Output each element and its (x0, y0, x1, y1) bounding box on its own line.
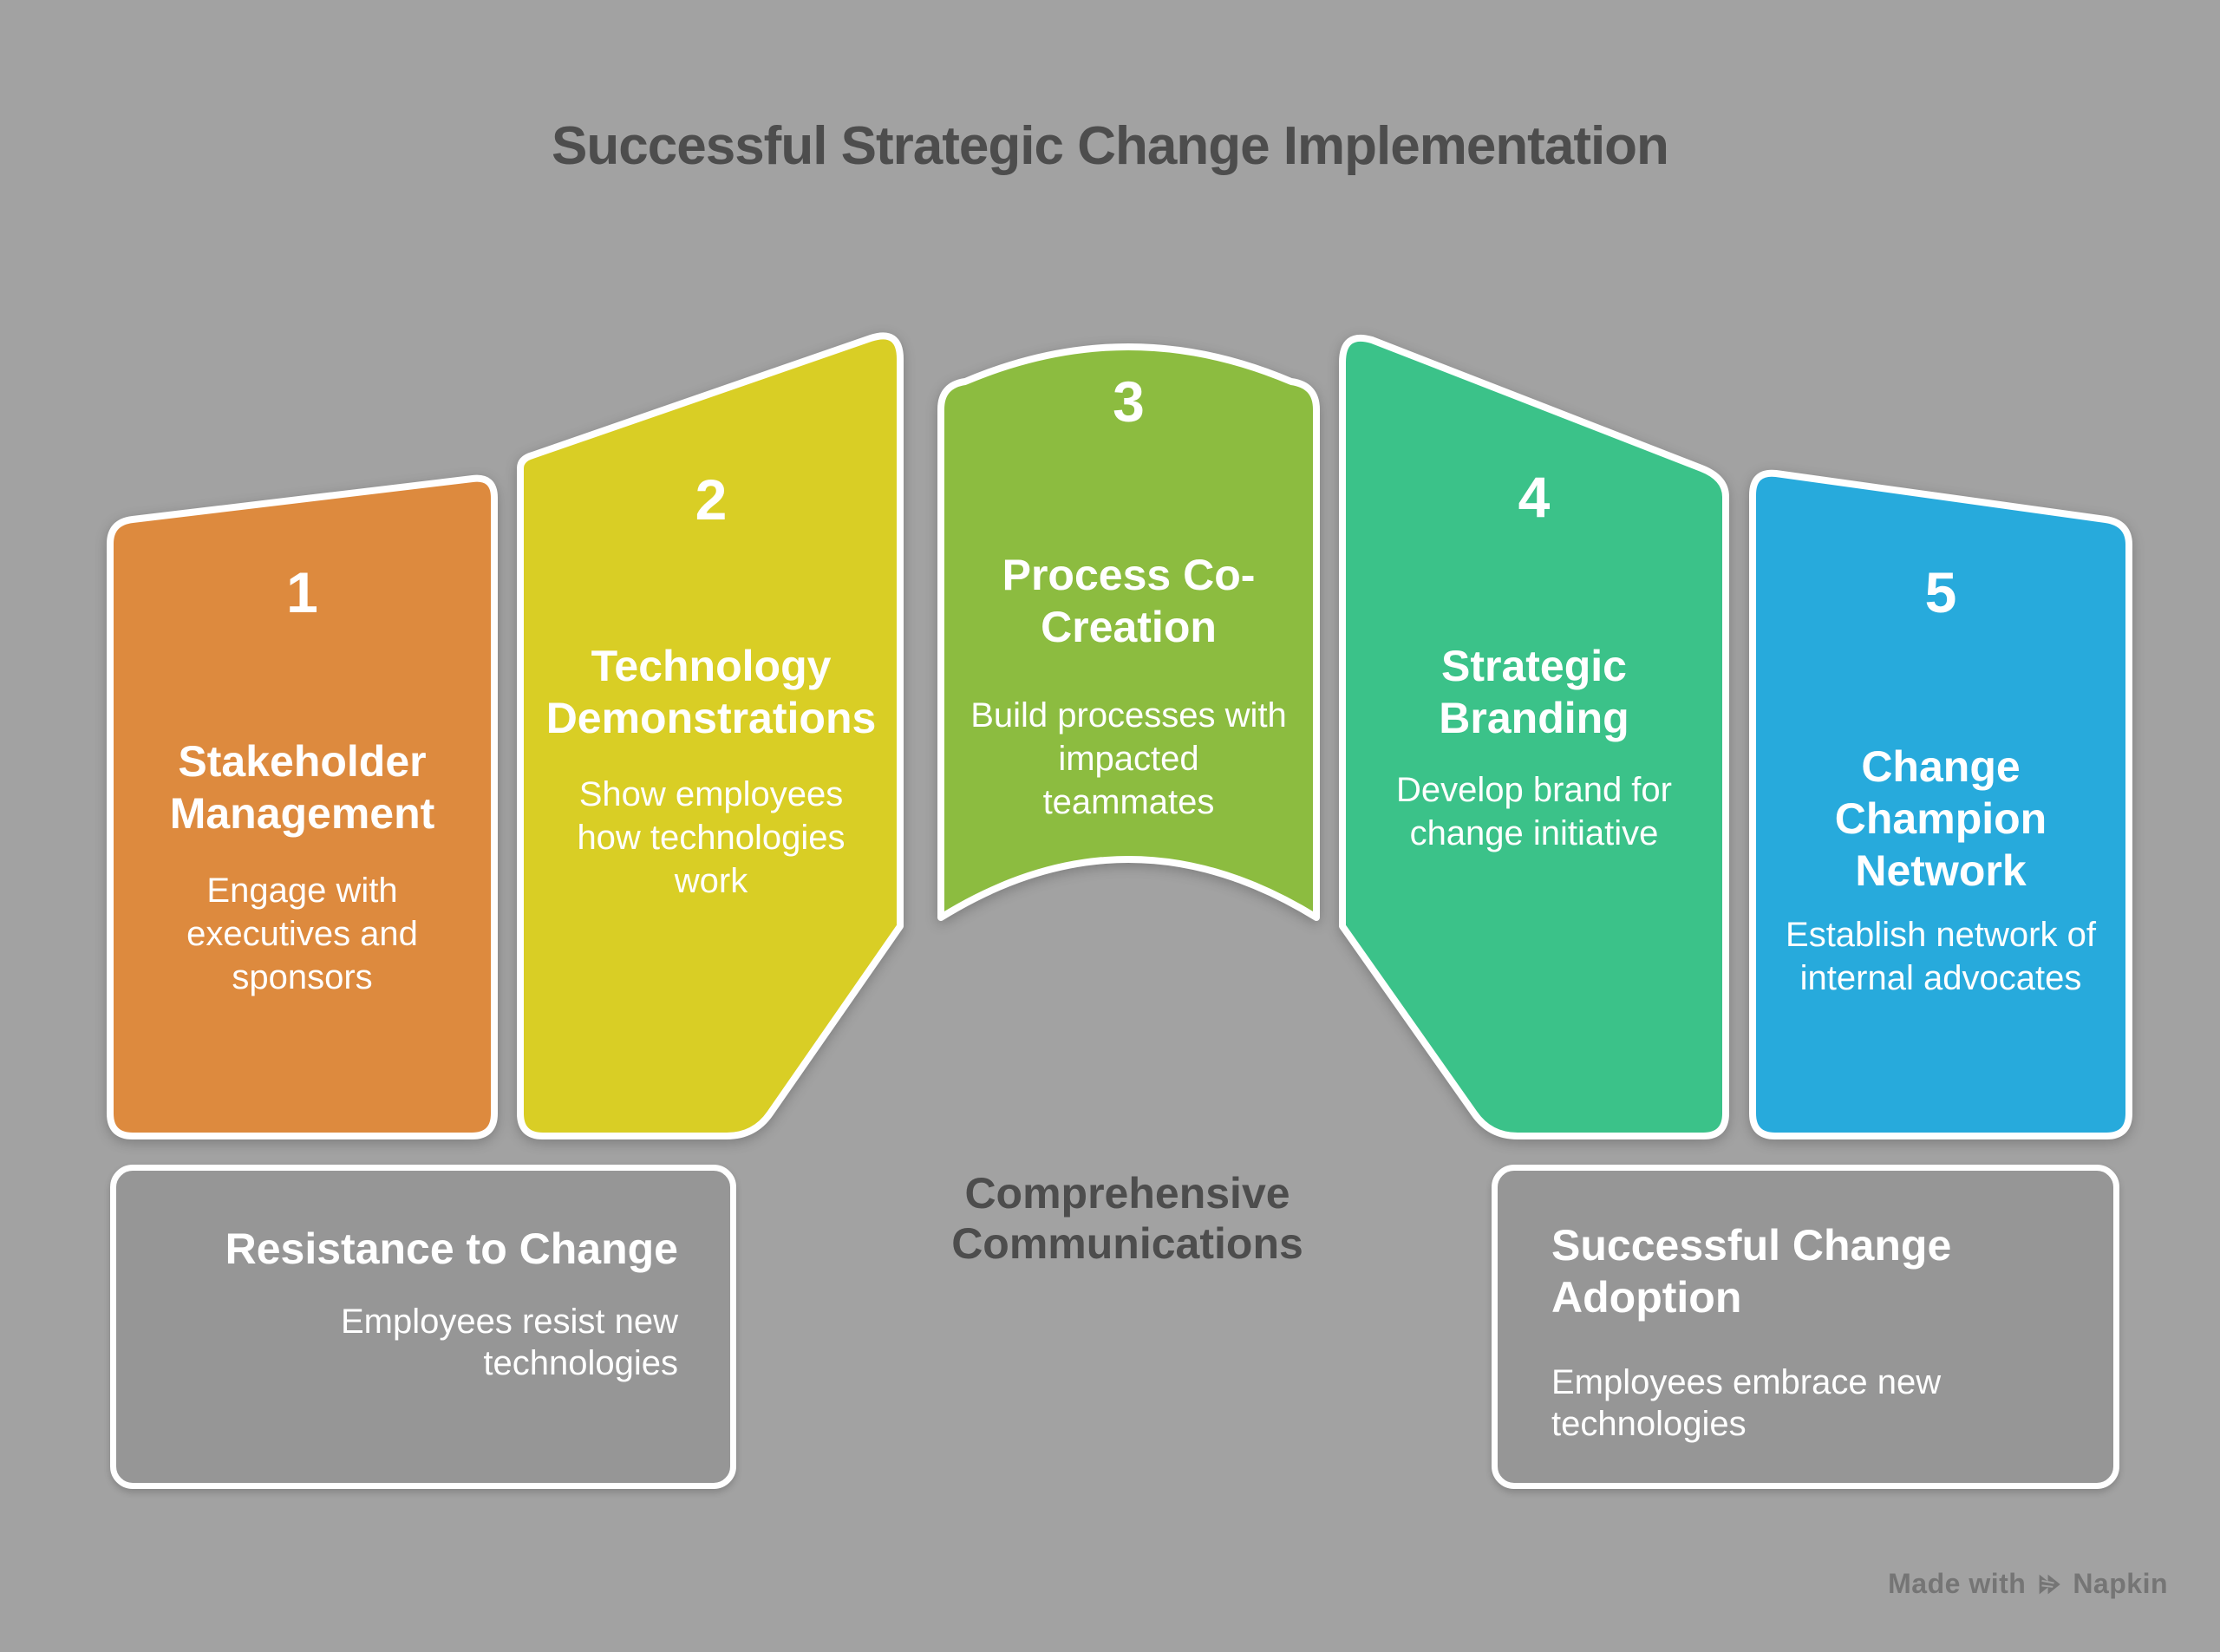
page-title: Successful Strategic Change Implementati… (552, 116, 1669, 176)
step-2-heading: Technology Demonstrations (545, 642, 877, 742)
step-1-heading: Stakeholder Management (169, 737, 435, 838)
napkin-brand-label: Napkin (2073, 1568, 2168, 1599)
step-3-number: 3 (1113, 369, 1145, 434)
comprehensive-communications-label: Comprehensive Communications (951, 1169, 1303, 1268)
step-2-number: 2 (695, 467, 728, 532)
made-with-napkin-link[interactable]: Made with Napkin (1888, 1568, 2168, 1600)
step-1-number: 1 (286, 560, 318, 624)
step-3-heading: Process Co- Creation (1002, 551, 1256, 651)
resistance-to-change-callout: Resistance to Change Employees resist ne… (110, 1165, 736, 1489)
step-5-heading: Change Champion Network (1834, 742, 2047, 895)
callout-right-title: Successful Change Adoption (1551, 1221, 1952, 1322)
step-4-number: 4 (1518, 465, 1551, 529)
callout-left-title: Resistance to Change (225, 1224, 678, 1273)
made-with-label: Made with (1888, 1568, 2027, 1599)
step-3-description: Build processes with impacted teammates (970, 696, 1287, 821)
step-4-shape (1339, 334, 1729, 1139)
napkin-logo-icon (2039, 1574, 2061, 1594)
step-1-description: Engage with executives and sponsors (186, 872, 418, 996)
step-5-shape (1749, 469, 2132, 1139)
successful-change-adoption-callout: Successful Change Adoption Employees emb… (1492, 1165, 2119, 1489)
step-4-description: Develop brand for change initiative (1396, 771, 1672, 852)
step-2-description: Show employees how technologies work (577, 775, 846, 900)
callout-right-body: Employees embrace new technologies (1551, 1363, 1942, 1443)
step-1-shape (107, 474, 498, 1139)
step-2-shape (517, 332, 904, 1139)
step-5-number: 5 (1924, 560, 1957, 624)
step-5-description: Establish network of internal advocates (1786, 916, 2096, 997)
step-3-shape (937, 343, 1320, 921)
step-4-heading: Strategic Branding (1439, 642, 1629, 742)
callout-left-body: Employees resist new technologies (340, 1303, 678, 1382)
